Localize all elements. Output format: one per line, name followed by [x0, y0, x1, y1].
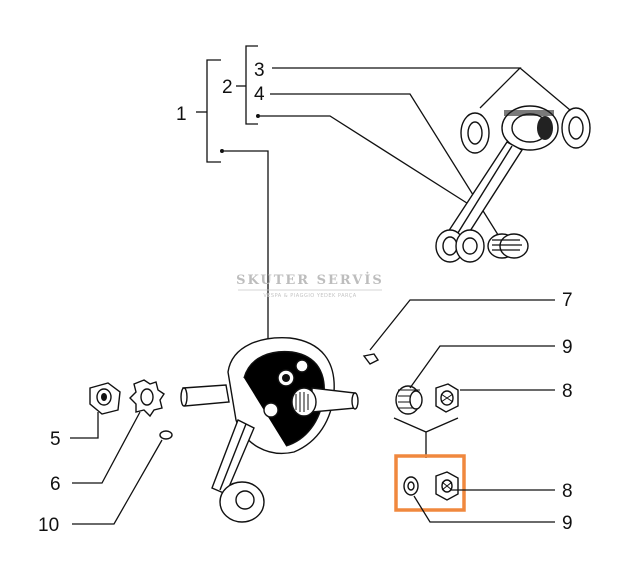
callout-2: 2	[222, 77, 233, 98]
leader-lines-lower	[70, 299, 555, 525]
part-7-key	[362, 353, 380, 365]
part-6-lock-washer	[129, 379, 165, 418]
callout-9-lower: 9	[562, 513, 573, 534]
callout-8-lower: 8	[562, 481, 573, 502]
part-10-key	[159, 430, 173, 440]
watermark: SKUTER SERVİS VESPA & PIAGGIO YEDEK PARÇ…	[236, 272, 384, 299]
assembly-brackets	[196, 45, 260, 163]
connecting-rod-assembly	[435, 105, 591, 263]
part-8-nut-highlighted	[435, 471, 459, 501]
callout-7: 7	[562, 290, 573, 311]
callout-6: 6	[50, 474, 61, 495]
callout-4: 4	[254, 84, 265, 105]
leader-lines-upper	[224, 67, 571, 340]
highlight-box	[394, 454, 466, 512]
split-bracket	[393, 417, 459, 458]
callout-5: 5	[50, 429, 61, 450]
callout-10: 10	[38, 515, 59, 536]
crankshaft	[180, 337, 359, 523]
part-8-nut-upper	[435, 383, 459, 413]
part-9-gear-upper	[395, 385, 423, 415]
callout-9-upper: 9	[562, 337, 573, 358]
callout-1: 1	[176, 104, 187, 125]
part-9-washer-highlighted	[403, 476, 419, 496]
callout-8-upper: 8	[562, 381, 573, 402]
watermark-brand: SKUTER SERVİS	[236, 272, 384, 288]
part-5-nut	[89, 382, 121, 415]
watermark-tagline: VESPA & PIAGGIO YEDEK PARÇA	[263, 293, 356, 299]
callout-labels: 1 2 3 4 5 6 10 7 9 8 8 9	[38, 60, 573, 536]
callout-3: 3	[254, 60, 265, 81]
